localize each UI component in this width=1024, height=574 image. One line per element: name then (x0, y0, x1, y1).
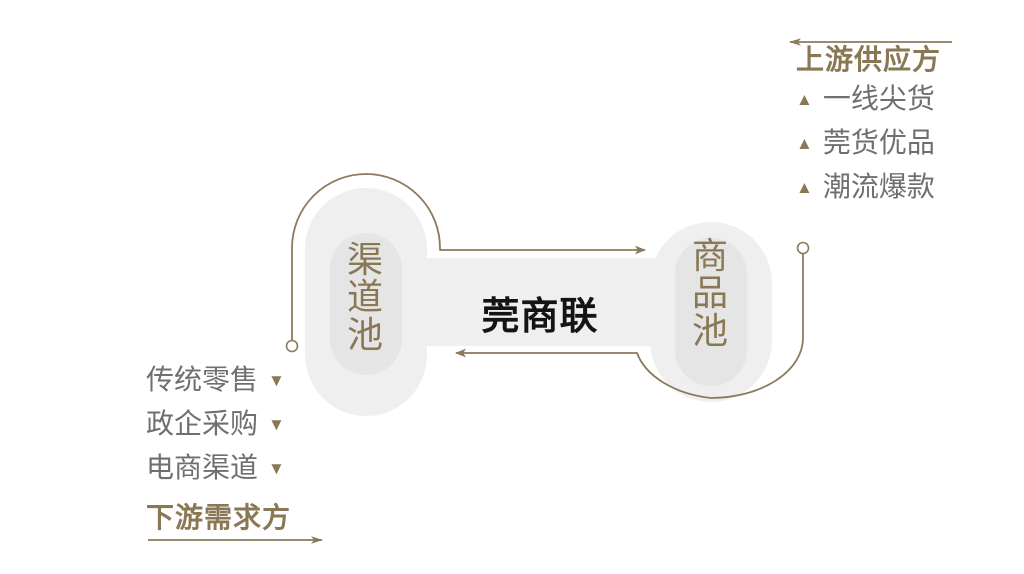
pool-shapes (305, 188, 772, 416)
upstream-heading: 上游供应方 (796, 43, 942, 76)
triangle-down-icon: ▼ (268, 414, 285, 434)
product-pool-inner (675, 238, 747, 386)
downstream-connector (285, 173, 646, 353)
product-pool-label: 商 品 池 (691, 236, 728, 352)
upstream-item: ▲ 潮流爆款 (786, 165, 1016, 209)
upstream-item: ▲ 一线尖货 (786, 77, 1016, 121)
upstream-item-label: 一线尖货 (822, 82, 935, 115)
downstream-heading: 下游需求方 (146, 501, 292, 534)
upstream-item-label: 潮流爆款 (822, 170, 935, 203)
triangle-up-icon: ▲ (796, 133, 813, 153)
upstream-item: ▲ 莞货优品 (786, 121, 1016, 165)
channel-pool-label: 渠 道 池 (346, 240, 383, 356)
triangle-up-icon: ▲ (796, 177, 813, 197)
triangle-down-icon: ▼ (268, 458, 285, 478)
downstream-item: 政企采购 ▼ (146, 402, 376, 446)
downstream-item-label: 政企采购 (146, 407, 259, 440)
downstream-item: 传统零售 ▼ (146, 358, 376, 402)
upstream-item-label: 莞货优品 (822, 126, 935, 159)
downstream-connector-path (291, 173, 441, 341)
upstream-connector-node (796, 241, 810, 255)
downstream-item: 电商渠道 ▼ (146, 446, 376, 490)
downstream-connector-node (285, 339, 299, 353)
upstream-connector (455, 241, 810, 399)
triangle-down-icon: ▼ (268, 370, 285, 390)
channel-pool-inner (330, 233, 402, 375)
downstream-item-label: 电商渠道 (146, 451, 259, 484)
connector-bar (400, 258, 680, 346)
triangle-up-icon: ▲ (796, 89, 813, 109)
upstream-group: 上游供应方 ▲ 一线尖货 ▲ 莞货优品 ▲ 潮流爆款 (786, 34, 1016, 209)
downstream-group: 传统零售 ▼ 政企采购 ▼ 电商渠道 ▼ 下游需求方 (146, 358, 376, 535)
upstream-connector-path (636, 253, 804, 399)
downstream-item-label: 传统零售 (146, 363, 259, 396)
brand-label: 莞商联 (481, 294, 599, 338)
